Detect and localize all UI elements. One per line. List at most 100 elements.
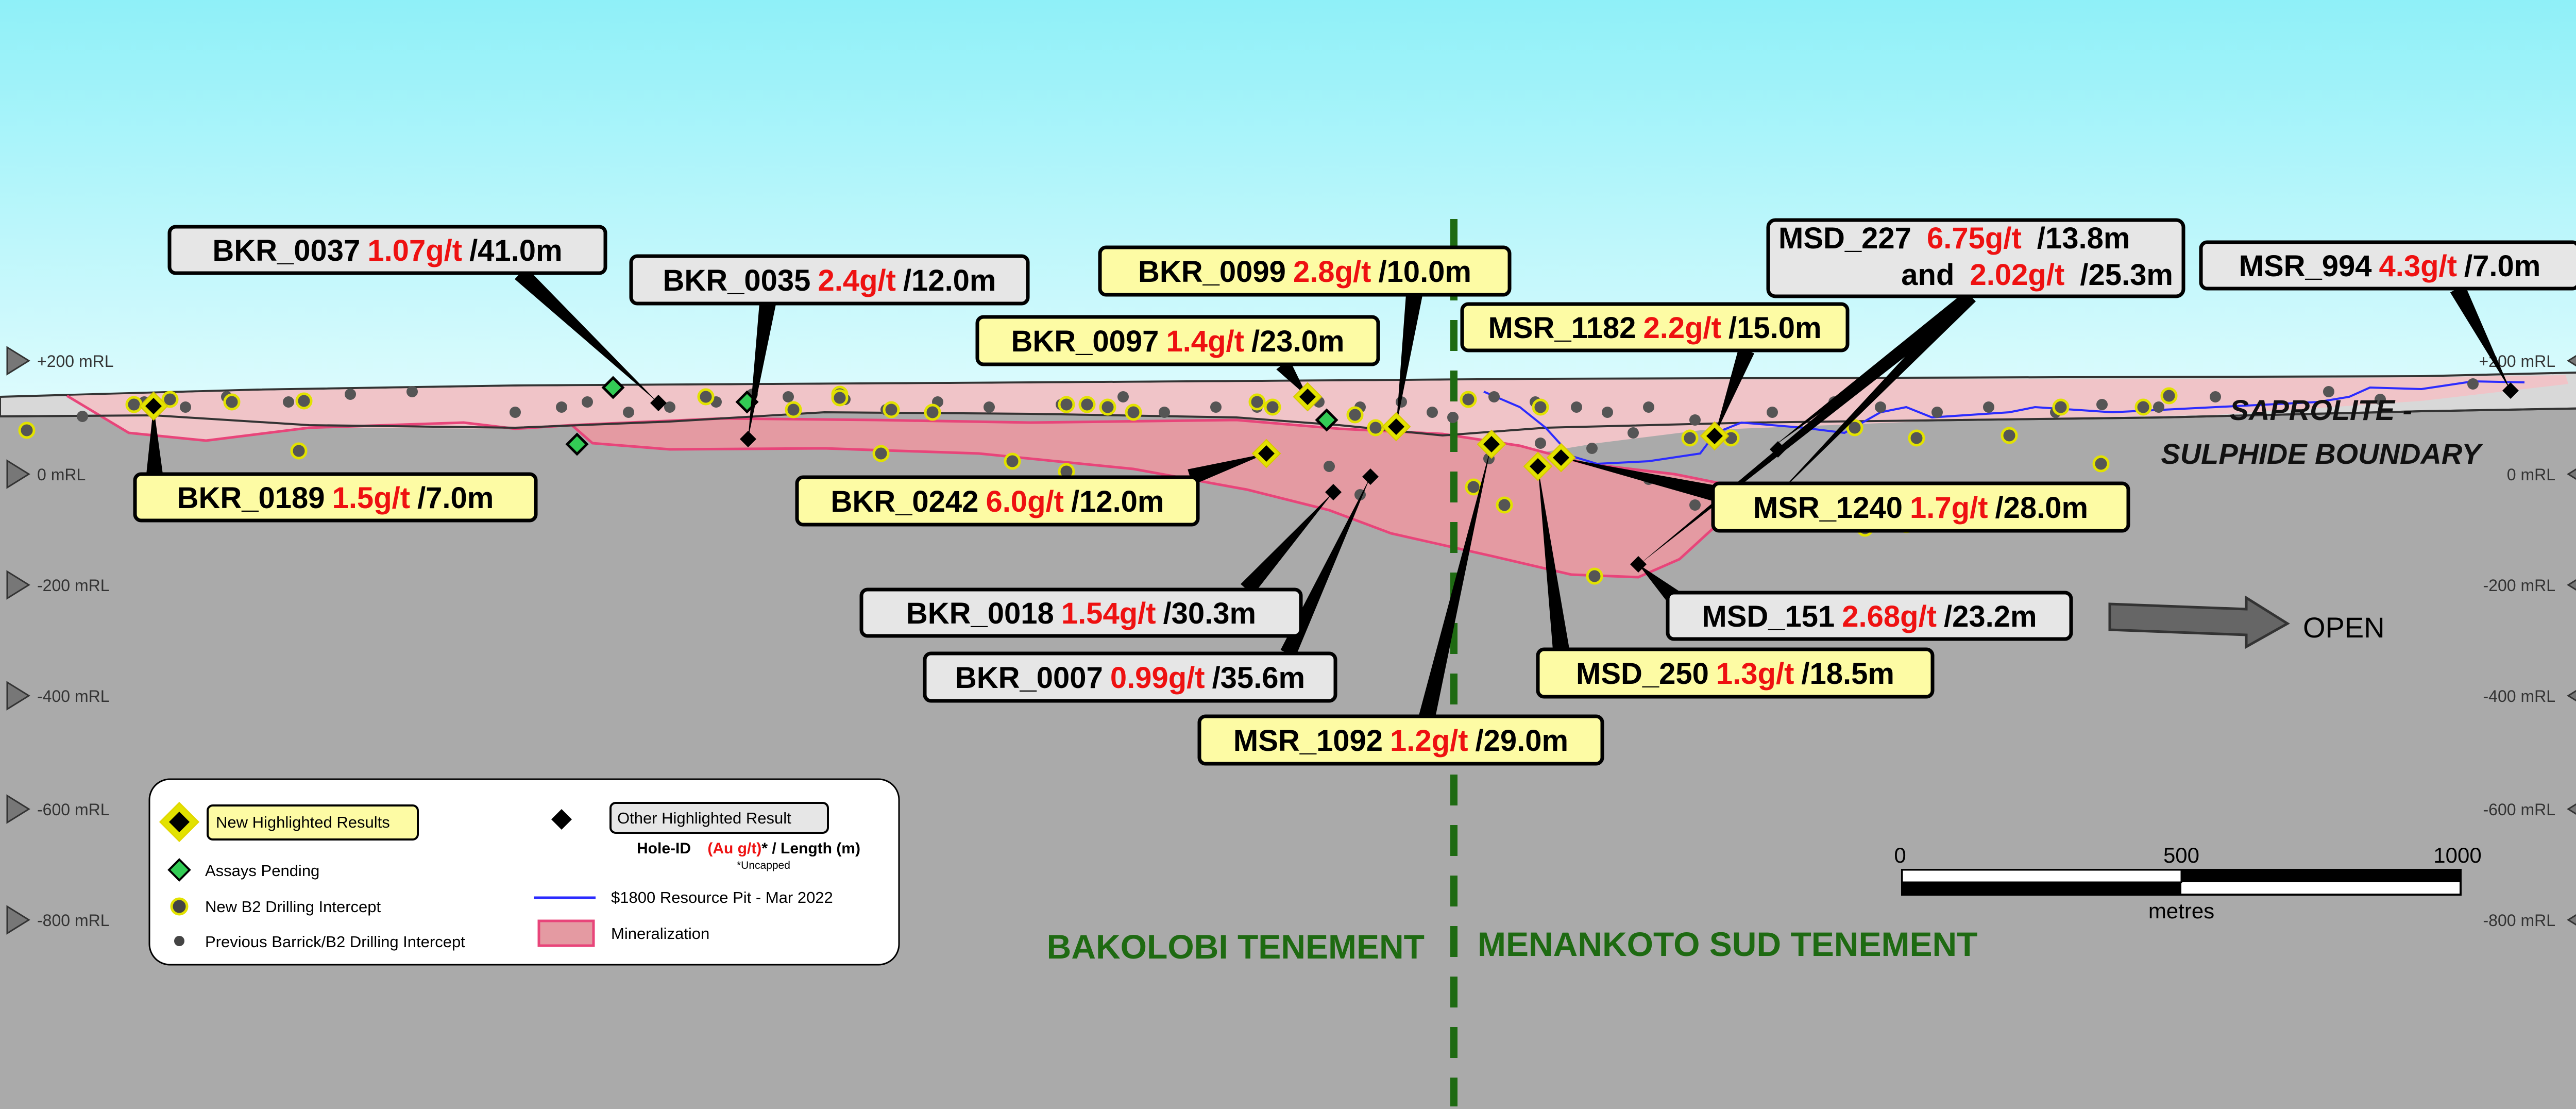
boundary-label-line1: SAPROLITE - <box>2230 394 2413 426</box>
assays-pending-icon <box>1315 408 1338 432</box>
scale-bar: 0 500 1000 metres <box>1894 843 2481 923</box>
new-b2-drilling-dot <box>872 445 890 462</box>
new-b2-drilling-dot <box>18 422 36 439</box>
rl-marker-right-icon <box>2567 579 2576 591</box>
scale-unit: metres <box>2148 899 2214 923</box>
previous-drilling-dot <box>1689 414 1701 426</box>
intercept-length: /10.0m <box>1378 255 1471 289</box>
intercept-length: /23.2m <box>1944 600 2037 633</box>
new-b2-drilling-dot <box>785 401 802 418</box>
callout-leader <box>146 406 163 475</box>
new-b2-drilling-dot <box>2052 398 2070 416</box>
callout-leader <box>1775 291 1976 497</box>
highlighted-hole-diamond-icon <box>1706 428 1723 444</box>
svg-text:Hole-ID (Au g/t)* / Leng: Hole-ID (Au g/t)* / Length (m) <box>637 840 860 857</box>
new-b2-drilling-dot <box>161 391 179 408</box>
legend-assays-pending: Assays Pending <box>205 862 319 880</box>
previous-drilling-dot <box>1643 401 1654 413</box>
new-b2-drilling-dot <box>831 389 849 407</box>
previous-drilling-dot <box>556 401 567 413</box>
rl-marker-right-icon <box>2567 468 2576 480</box>
hole-id: MSD_151 <box>1702 600 1835 633</box>
msd-227-length1: /13.8m <box>2037 222 2130 255</box>
new-b2-drilling-dot <box>924 404 941 421</box>
intercept-length: /41.0m <box>469 234 563 267</box>
previous-drilling-dot <box>623 407 634 418</box>
previous-drilling-dot <box>1117 391 1129 402</box>
new-b2-drilling-dot <box>1465 478 1482 496</box>
grade-value: 2.4g/t <box>818 264 896 297</box>
scale-tick-500: 500 <box>2163 843 2199 867</box>
new-b2-drilling-dot <box>2160 387 2178 405</box>
previous-drilling-dot <box>1628 427 1639 439</box>
hole-id: MSR_1092 <box>1233 724 1383 758</box>
previous-drilling-dot <box>2375 394 2386 405</box>
intercept-length: /7.0m <box>417 481 494 515</box>
boundary-label-line2: SULPHIDE BOUNDARY <box>2161 438 2483 470</box>
scale-tick-1000: 1000 <box>2433 843 2481 867</box>
highlighted-hole-diamond-icon <box>1362 468 1379 485</box>
grade-value: 2.8g/t <box>1293 255 1371 289</box>
rl-marker-left-icon <box>6 681 30 711</box>
highlighted-hole-diamond-icon <box>145 398 162 414</box>
rl-label-left: 0 mRL <box>37 465 86 484</box>
previous-drilling-intercepts <box>77 378 2479 516</box>
new-b2-drilling-dot <box>1367 419 1384 436</box>
intercept-length: /30.3m <box>1163 597 1257 630</box>
hole-id: BKR_0242 <box>831 485 978 518</box>
new-b2-drilling-dot <box>883 401 900 418</box>
hole-id: MSD_250 <box>1576 657 1709 691</box>
new-b2-drilling-dot <box>1125 404 1142 421</box>
callout-leader <box>1561 458 1723 503</box>
callout-leader <box>1188 453 1266 485</box>
svg-text:and 2.02g/t /25.3m: and 2.02g/t /25.3m <box>1901 258 2173 292</box>
scale-tick-0: 0 <box>1894 843 1906 867</box>
highlighted-hole-diamond-icon <box>1299 389 1316 405</box>
previous-drilling-dot <box>2323 386 2334 397</box>
assays-pending-icon <box>565 432 589 456</box>
rl-marker-left-icon <box>6 570 30 600</box>
grade-value: 2.2g/t <box>1643 311 1721 345</box>
highlighted-hole-diamond-icon <box>1325 484 1342 500</box>
legend-previous: Previous Barrick/B2 Drilling Intercept <box>205 933 465 951</box>
legend-format-length: / Length (m) <box>768 840 860 857</box>
hole-id: BKR_0099 <box>1138 255 1286 289</box>
legend-previous-icon <box>174 936 184 946</box>
previous-drilling-dot <box>2153 401 2164 413</box>
intercept-length: /12.0m <box>903 264 996 297</box>
legend-pit: $1800 Resource Pit - Mar 2022 <box>611 888 833 906</box>
open-label: OPEN <box>2303 611 2385 644</box>
grade-value: 1.07g/t <box>367 234 462 267</box>
rl-marker-right-icon <box>2567 355 2576 367</box>
previous-drilling-dot <box>77 411 88 422</box>
new-b2-drilling-dot <box>1346 406 1364 424</box>
callout-leader <box>1419 444 1492 718</box>
callout-leader <box>1396 293 1422 427</box>
new-b2-drilling-dot <box>1248 393 1266 411</box>
rl-label-left: -800 mRL <box>37 911 110 930</box>
intercept-length: /35.6m <box>1212 661 1306 695</box>
previous-drilling-dot <box>2096 399 2108 410</box>
previous-drilling-dot <box>1875 401 1886 413</box>
legend-format-star: * <box>761 840 768 857</box>
new-b2-drilling-dot <box>2092 455 2110 473</box>
legend-assays-pending-icon <box>167 858 191 882</box>
tenement-label-bakolobi: BAKOLOBI TENEMENT <box>1047 928 1425 966</box>
mineralization-oxide <box>67 375 2568 456</box>
legend-other-highlighted: Other Highlighted Result <box>617 809 791 827</box>
previous-drilling-dot <box>582 396 593 408</box>
grade-value: 1.4g/t <box>1166 325 1244 358</box>
open-arrow-icon <box>2108 595 2290 649</box>
resource-pit-outline <box>1483 380 2525 465</box>
